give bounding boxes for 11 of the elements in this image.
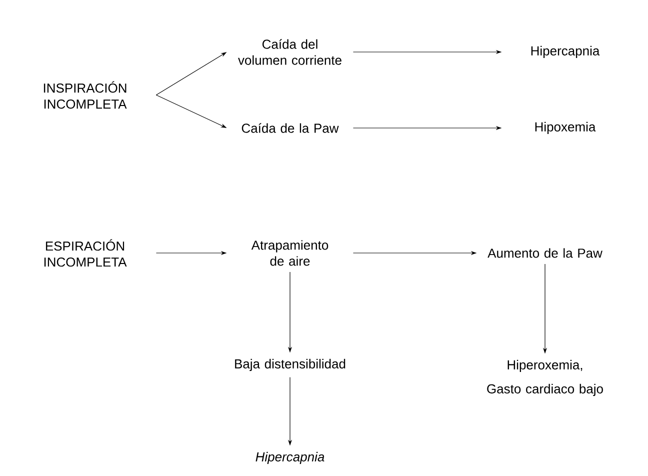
phase-label: ESPIRACIÓN INCOMPLETA	[44, 239, 127, 267]
text-label: Atrapamiento de aire	[251, 240, 328, 266]
text-label: Caída del volumen corriente	[238, 39, 342, 65]
phase-label: INSPIRACIÓN INCOMPLETA	[44, 81, 127, 109]
text-label: Baja distensibilidad	[235, 358, 346, 372]
text-label: Hipercapnia	[531, 46, 600, 58]
text-label: Aumento de la Paw	[488, 248, 602, 258]
text-label: Hiperoxemia, Gasto cardiaco bajo	[487, 360, 603, 396]
text-label: Hipercapnia	[256, 452, 324, 464]
text-label: Hipoxemia	[535, 122, 596, 134]
text-label: Caída de la Paw	[242, 123, 339, 133]
